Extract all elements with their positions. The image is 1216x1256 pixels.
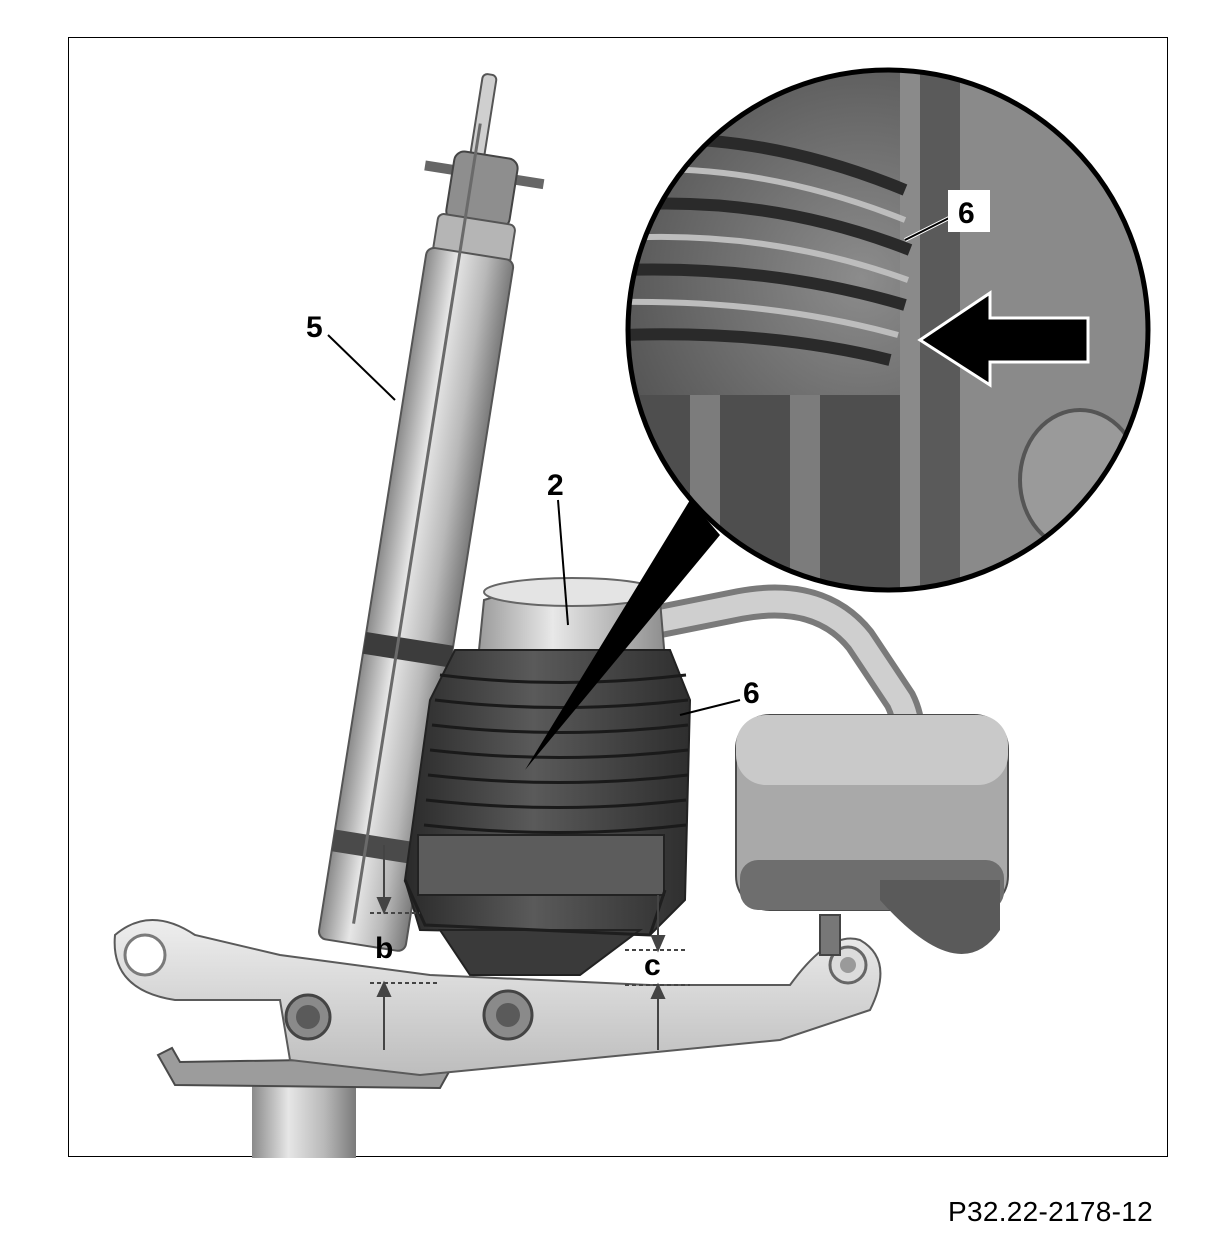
bellows-folds [423, 673, 689, 834]
detail-magnifier [625, 67, 1151, 593]
callout-6-detail: 6 [958, 197, 975, 230]
dimension-label-b: b [375, 932, 393, 965]
callout-5: 5 [306, 311, 323, 344]
dimension-markers [370, 845, 690, 1050]
lower-mount [156, 1046, 452, 1158]
callout-2: 2 [547, 469, 564, 502]
arrow-left-icon [917, 290, 1090, 388]
spring-link-arm [113, 914, 882, 1077]
leader-lines [327, 213, 956, 716]
callout-6: 6 [743, 677, 760, 710]
figure-code: P32.22-2178-12 [948, 1196, 1154, 1227]
dimension-label-c: c [644, 949, 661, 982]
reservoir [735, 714, 1009, 954]
detail-pointer [525, 500, 720, 770]
shock-absorber [317, 73, 545, 952]
callout-6-detail-box [948, 190, 990, 232]
